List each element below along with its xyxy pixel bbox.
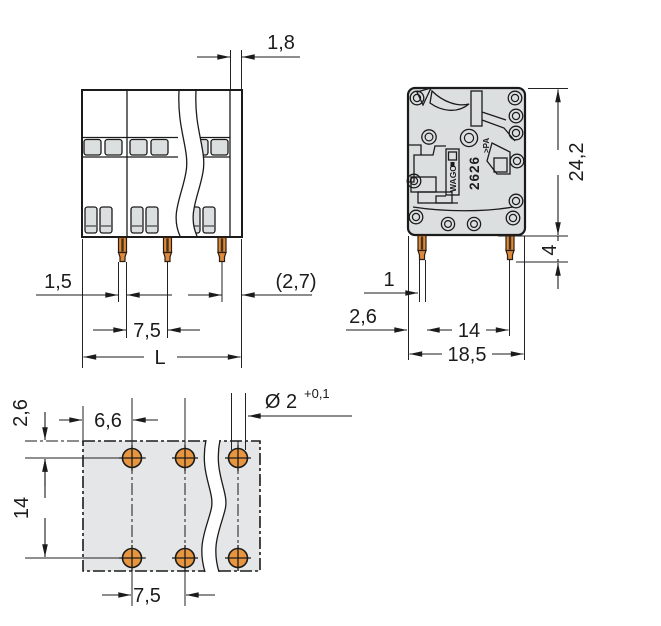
- dim-side-pin-width: 1: [383, 269, 394, 291]
- bottom-dimensions: 2,6 6,6 14 7,5 Ø 2 +0,1: [10, 386, 352, 607]
- bottom-view: 2,6 6,6 14 7,5 Ø 2 +0,1: [10, 386, 352, 607]
- dim-pin-spacing: 14: [458, 320, 480, 342]
- dim-panel-edge-offset: 2,6: [10, 399, 32, 427]
- side-dimensions: 24,2 4 1 2,6 14 18,5: [346, 89, 588, 366]
- bottom-break-lines: [201, 439, 227, 573]
- dim-pin-width: 1,5: [44, 271, 72, 293]
- dim-side-edge-offset: 2,6: [349, 306, 377, 328]
- front-extension-lines: [82, 50, 242, 368]
- side-pins: [417, 234, 515, 261]
- dim-depth: 18,5: [448, 344, 487, 366]
- dim-first-hole-offset: 6,6: [94, 410, 122, 432]
- front-break-lines: [175, 90, 205, 237]
- front-body: [81, 89, 243, 238]
- dim-hole-tolerance: +0,1: [304, 386, 330, 401]
- front-view: 1,8 1,5 (2,7) 7,5 L: [36, 32, 317, 369]
- dim-total-length: L: [154, 347, 165, 369]
- side-mechanism: WAGO 2626 >PA: [406, 86, 525, 232]
- front-pin-windows: [84, 206, 216, 234]
- dim-height: 24,2: [566, 143, 588, 182]
- front-dimensions: 1,8 1,5 (2,7) 7,5 L: [36, 32, 317, 369]
- logo-text: WAGO: [448, 165, 458, 192]
- dim-hole-pitch: 7,5: [133, 585, 161, 607]
- dim-hole-diameter: Ø 2: [265, 391, 297, 413]
- material-text: >PA: [482, 138, 491, 153]
- side-extension-lines: [408, 88, 568, 360]
- logo-box: [445, 148, 460, 196]
- dim-edge-distance: (2,7): [275, 271, 316, 293]
- dim-row-spacing: 14: [11, 497, 33, 519]
- front-pins: [117, 236, 227, 263]
- side-view: WAGO 2626 >PA 24,2 4: [346, 86, 588, 366]
- dim-pin-length: 4: [539, 244, 561, 255]
- dim-wall-thickness: 1,8: [267, 32, 295, 54]
- mounting-holes: [119, 445, 251, 571]
- dim-pole-pitch: 7,5: [133, 320, 161, 342]
- front-band-slots: [83, 138, 229, 156]
- lever-blade: [429, 89, 470, 111]
- side-circles: [406, 90, 525, 232]
- marking-text: 2626: [467, 156, 482, 190]
